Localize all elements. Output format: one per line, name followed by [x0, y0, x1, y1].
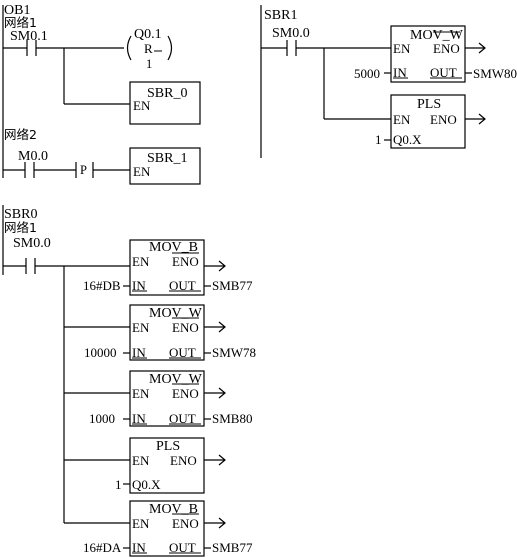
- sbr1-box-2-name: PLS: [417, 97, 441, 112]
- sbr0-box-1-out-value: SMB77: [212, 278, 253, 293]
- sbr1-box-1-eno: ENO: [433, 41, 460, 56]
- coil-address: Q0.1: [134, 27, 162, 42]
- ob1-n1-contact-address: SM0.1: [10, 29, 48, 44]
- sbr0-call-name: SBR_0: [147, 86, 187, 101]
- sbr0-box-3-in-value: 1000: [89, 411, 115, 426]
- sbr0-box-2-en: EN: [132, 320, 150, 335]
- sbr0-box-5-en: EN: [132, 516, 150, 531]
- sbr0-box-5-eno: ENO: [172, 516, 199, 531]
- sbr1-box-2-en: EN: [393, 112, 411, 127]
- sbr0-box-3-out-label: OUT: [169, 411, 196, 426]
- sbr1-box-1-out-value: SMW80: [473, 66, 517, 81]
- sbr1-box-2-eno: ENO: [430, 112, 457, 127]
- sbr0-box-1-out-label: OUT: [169, 278, 196, 293]
- sbr1-box-1-en: EN: [393, 41, 411, 56]
- sbr0-box-1-in-value: 16#DB: [83, 278, 121, 293]
- sbr0-box-3-name: MOV_W: [149, 372, 203, 387]
- sbr0-network1-label: 网络1: [4, 220, 37, 235]
- sbr0-box-1-eno: ENO: [172, 254, 199, 269]
- ob1-network2-label: 网络2: [4, 127, 37, 142]
- sbr0-box-3-in-label: IN: [132, 411, 146, 426]
- coil-operation: R: [144, 41, 153, 56]
- ob1-network1-label: 网络1: [4, 15, 37, 30]
- sbr0-box-2-name: MOV_W: [149, 306, 203, 321]
- sbr1-box-1-in-label: IN: [393, 65, 407, 80]
- sbr0-box-2-in-label: IN: [132, 345, 146, 360]
- sbr0-box-4-in-label: Q0.X: [132, 477, 161, 492]
- sbr1-box-1-out-label: OUT: [430, 65, 457, 80]
- sbr0-box-4-eno: ENO: [170, 453, 197, 468]
- sbr0-box-2-in-value: 10000: [84, 345, 117, 360]
- sbr1-contact-address: SM0.0: [272, 26, 310, 41]
- sbr0-contact-address: SM0.0: [13, 236, 51, 251]
- sbr1-box-1-name: MOV_W: [410, 28, 464, 43]
- sbr1-box-1-in-value: 5000: [354, 66, 380, 81]
- sbr0-call-en: EN: [133, 98, 151, 113]
- sbr1-box-2-in-label: Q0.X: [393, 132, 422, 147]
- sbr0-box-4-in-value: 1: [115, 477, 122, 492]
- sbr0-box-4-name: PLS: [156, 439, 180, 454]
- sbr1-box-2-in-value: 1: [375, 132, 382, 147]
- sbr0-box-3-eno: ENO: [172, 386, 199, 401]
- sbr0-box-5-in-value: 16#DA: [83, 540, 122, 555]
- sbr0-box-1-en: EN: [132, 254, 150, 269]
- sbr0-box-4-en: EN: [132, 453, 150, 468]
- sbr0-box-1-in-label: IN: [132, 278, 146, 293]
- ob1-title: OB1: [4, 3, 30, 18]
- sbr0-box-3-en: EN: [132, 386, 150, 401]
- sbr0-box-5-in-label: IN: [132, 540, 146, 555]
- sbr1-title: SBR1: [264, 8, 297, 23]
- sbr0-box-3-out-value: SMB80: [212, 411, 252, 426]
- sbr0-box-5-out-label: OUT: [169, 540, 196, 555]
- sbr0-box-2-out-value: SMW78: [212, 345, 256, 360]
- sbr0-box-1-name: MOV_B: [149, 240, 198, 255]
- positive-edge-label: P: [80, 163, 87, 177]
- ob1-n2-contact-address: M0.0: [18, 149, 48, 164]
- sbr1-call-name: SBR_1: [147, 151, 187, 166]
- sbr0-box-5-out-value: SMB77: [212, 540, 253, 555]
- sbr1-call-en: EN: [133, 164, 151, 179]
- sbr0-box-2-out-label: OUT: [169, 345, 196, 360]
- sbr0-box-2-eno: ENO: [172, 320, 199, 335]
- sbr0-title: SBR0: [4, 207, 37, 222]
- sbr0-box-5-name: MOV_B: [149, 502, 198, 517]
- coil-count: 1: [146, 57, 152, 71]
